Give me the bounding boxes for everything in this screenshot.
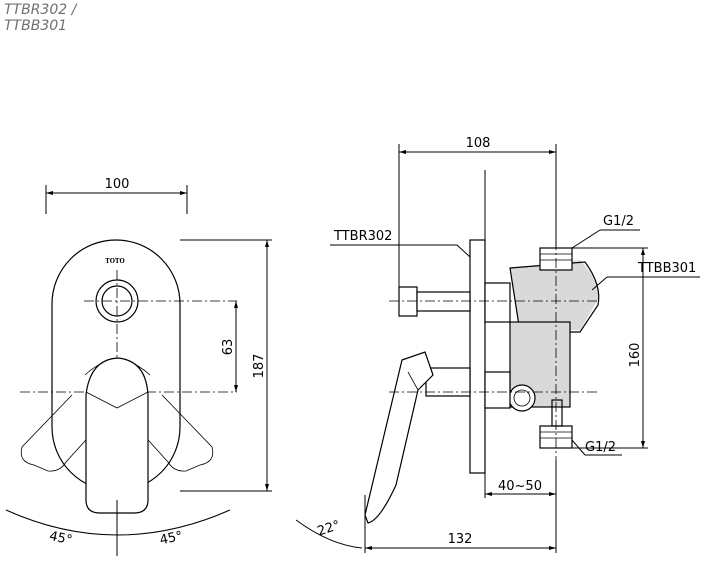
angle-left-label: 45° — [48, 529, 74, 548]
thread-bottom-label: G1/2 — [585, 440, 616, 455]
trim-model-label: TTBR302 — [333, 229, 392, 244]
toto-logo: TOTO — [105, 258, 124, 265]
thread-top-label: G1/2 — [603, 214, 634, 229]
lever-left-position — [20, 394, 105, 472]
front-height-dim: 187 — [252, 354, 267, 379]
front-spacing-dim: 63 — [221, 339, 236, 356]
side-view: 108 TTBR302 — [295, 136, 700, 553]
lever-angle-label: 22° — [316, 518, 343, 539]
model-title: TTBR302 / TTBB301 — [4, 2, 76, 34]
valve-model-label: TTBB301 — [637, 261, 696, 276]
cartridge-port — [508, 384, 536, 412]
model-title-line1: TTBR302 / — [4, 2, 77, 18]
side-depth-dim: 108 — [466, 136, 491, 151]
wall-depth-dim: 40~50 — [498, 479, 542, 494]
cover-plate-side — [469, 239, 486, 474]
lever-right-position — [129, 394, 214, 472]
front-view: 100 TOTO 63 187 45° 45 — [5, 177, 272, 556]
side-total-dim: 132 — [448, 532, 473, 547]
lever-handle — [85, 357, 149, 514]
angle-right-label: 45° — [158, 529, 184, 548]
diverter-stem — [398, 286, 418, 317]
model-title-line2: TTBB301 — [4, 18, 68, 34]
rotation-arc — [5, 509, 231, 536]
valve-body — [509, 261, 600, 333]
front-width-dim: 100 — [105, 177, 130, 192]
side-height-dim: 160 — [628, 343, 643, 368]
lever-handle-side — [364, 351, 434, 524]
